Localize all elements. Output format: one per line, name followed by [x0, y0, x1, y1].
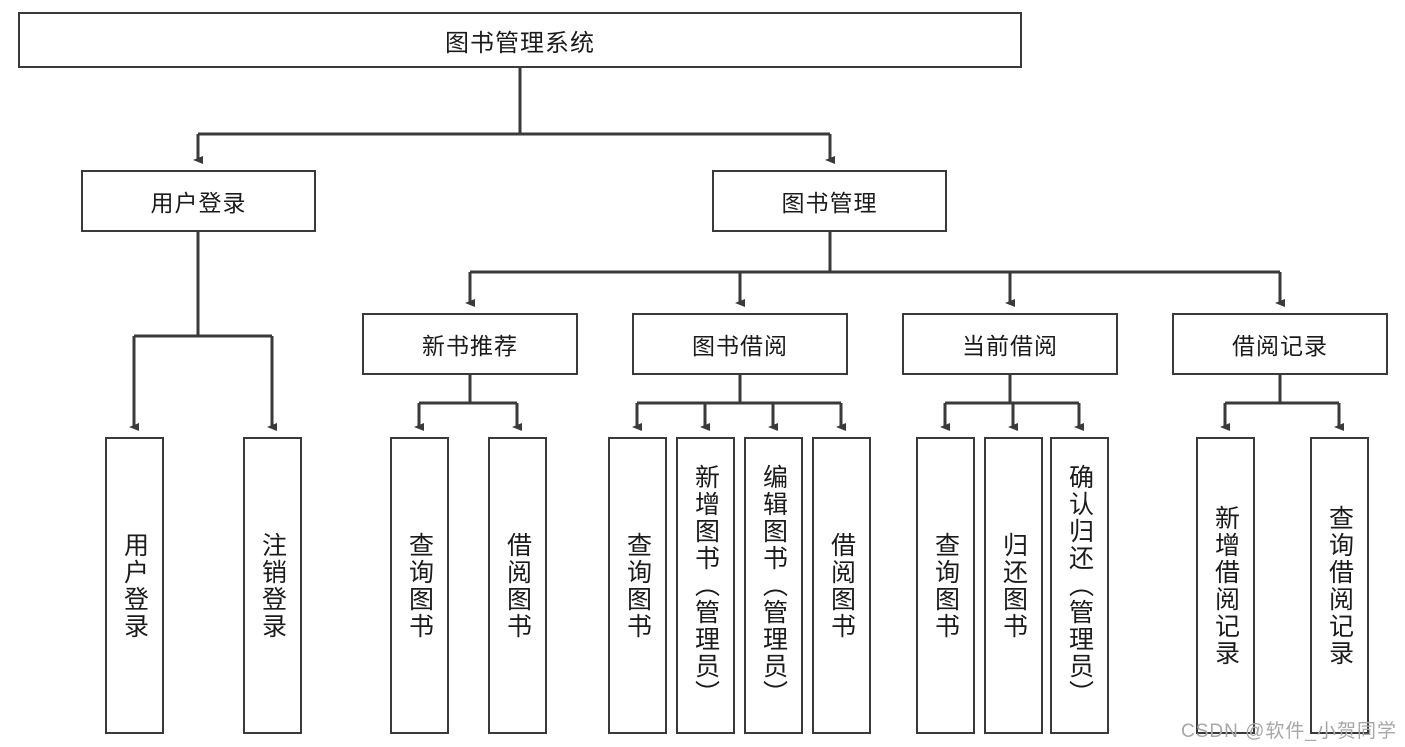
leaf-borrow-book[interactable]: 借阅图书 [812, 437, 871, 734]
leaf-confirm-return-admin[interactable]: 确认归还（管理员） [1050, 437, 1109, 734]
node-label: 用户登录 [150, 190, 247, 216]
node-root-system[interactable]: 图书管理系统 [18, 12, 1022, 68]
node-label: 新增图书（管理员） [691, 464, 720, 707]
leaf-add-borrow-record[interactable]: 新增借阅记录 [1196, 437, 1255, 734]
node-label: 图书借阅 [692, 333, 788, 359]
leaf-query-borrow-record[interactable]: 查询借阅记录 [1310, 437, 1369, 734]
node-label: 借阅图书 [503, 531, 532, 640]
leaf-user-login[interactable]: 用户登录 [105, 437, 164, 734]
node-label: 新书推荐 [422, 333, 518, 359]
node-label: 归还图书 [999, 531, 1028, 640]
leaf-return-book[interactable]: 归还图书 [984, 437, 1043, 734]
node-label: 借阅图书 [827, 531, 856, 640]
node-label: 查询图书 [623, 531, 652, 640]
node-label: 编辑图书（管理员） [759, 464, 788, 707]
node-label: 图书管理 [781, 190, 878, 216]
node-book-management[interactable]: 图书管理 [712, 170, 947, 232]
leaf-add-book-admin[interactable]: 新增图书（管理员） [676, 437, 735, 734]
leaf-edit-book-admin[interactable]: 编辑图书（管理员） [744, 437, 803, 734]
leaf-query-book-current[interactable]: 查询图书 [916, 437, 975, 734]
node-current-borrow[interactable]: 当前借阅 [902, 313, 1118, 375]
node-label: 查询图书 [931, 531, 960, 640]
node-borrow-record[interactable]: 借阅记录 [1172, 313, 1388, 375]
node-new-book-recommend[interactable]: 新书推荐 [362, 313, 578, 375]
node-book-borrow[interactable]: 图书借阅 [632, 313, 848, 375]
node-label: 图书管理系统 [445, 29, 595, 57]
node-label: 查询借阅记录 [1325, 504, 1354, 667]
node-label: 用户登录 [120, 531, 149, 640]
leaf-logout[interactable]: 注销登录 [243, 437, 302, 734]
node-label: 确认归还（管理员） [1065, 464, 1094, 707]
node-label: 借阅记录 [1232, 333, 1328, 359]
node-label: 注销登录 [258, 531, 287, 640]
leaf-query-book-borrow[interactable]: 查询图书 [608, 437, 667, 734]
node-user-login[interactable]: 用户登录 [81, 170, 316, 232]
node-label: 新增借阅记录 [1211, 504, 1240, 667]
leaf-query-book-recommend[interactable]: 查询图书 [390, 437, 449, 734]
node-label: 当前借阅 [962, 333, 1058, 359]
leaf-borrow-book-recommend[interactable]: 借阅图书 [488, 437, 547, 734]
node-label: 查询图书 [405, 531, 434, 640]
